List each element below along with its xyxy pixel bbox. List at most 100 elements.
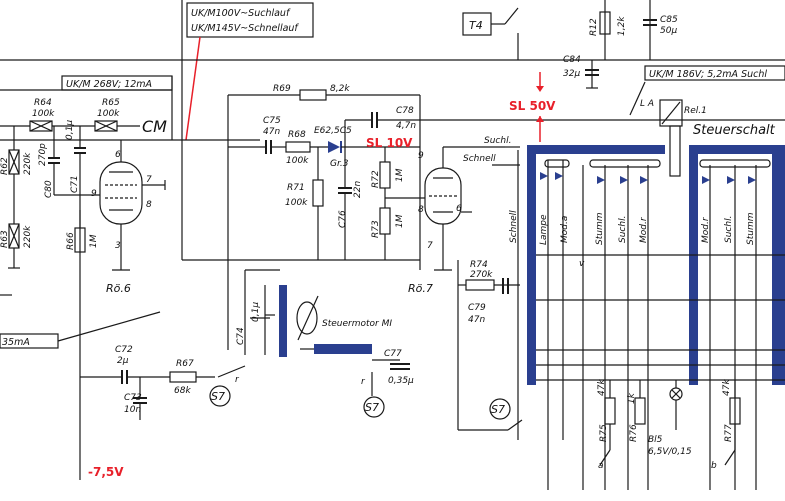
col-mod-r-1: Mod.r bbox=[639, 216, 649, 243]
r64-label: R64 bbox=[34, 98, 52, 108]
c77-value: 0,35µ bbox=[388, 376, 414, 386]
c75-capacitor: C75 47n bbox=[228, 116, 281, 154]
c79-capacitor: C79 47n bbox=[468, 278, 509, 325]
c72-capacitor: C72 2µ bbox=[80, 345, 133, 384]
rel1-label: Rel.1 bbox=[684, 106, 707, 116]
ro6-pin3: 3 bbox=[115, 241, 121, 251]
r74-label: R74 bbox=[470, 260, 488, 270]
ro6-label: Rö.6 bbox=[106, 282, 131, 295]
r74-value: 270k bbox=[470, 270, 493, 280]
supply-note-line2: UK/M145V~Schnellauf bbox=[191, 23, 299, 34]
t4-switch: T4 bbox=[0, 7, 785, 61]
c76-capacitor: C76 22n bbox=[338, 147, 363, 260]
c74-value: 0,1µ bbox=[251, 302, 261, 322]
steuermotor: Steuermotor MI bbox=[244, 269, 392, 357]
r62-label: R62 bbox=[0, 157, 10, 175]
r73-resistor: R73 1M bbox=[371, 207, 405, 260]
r69-resistor: R69 8,2k bbox=[228, 84, 420, 101]
uk268-label: UK/M 268V; 12mA bbox=[66, 79, 152, 90]
b-label: b bbox=[711, 461, 717, 471]
r69-value: 8,2k bbox=[330, 84, 350, 94]
c79-value: 47n bbox=[468, 315, 485, 325]
ro7-pin9: 9 bbox=[418, 151, 424, 161]
c80-value: 270p bbox=[38, 143, 48, 166]
switch-bank bbox=[527, 145, 785, 385]
v-label: v bbox=[579, 259, 585, 269]
red-pointer-line bbox=[185, 36, 201, 141]
r64-resistor: R64 100k bbox=[0, 98, 55, 132]
s7c-label: S7 bbox=[491, 403, 505, 416]
bl5-value: 6,5V/0,15 bbox=[648, 447, 692, 457]
c78-capacitor: C78 4,7n bbox=[345, 106, 420, 131]
c75-value: 47n bbox=[263, 127, 280, 137]
supply-note-line1: UK/M100V~Suchlauf bbox=[191, 8, 291, 19]
r75-resistor: R75 47k a bbox=[597, 379, 616, 471]
ro6-pin9: 9 bbox=[91, 189, 97, 199]
s7a-label: S7 bbox=[211, 390, 225, 403]
c76-label: C76 bbox=[338, 210, 348, 228]
r68-resistor: R68 100k bbox=[285, 130, 311, 166]
r73-value: 1M bbox=[395, 214, 405, 228]
col-stumm-2: Stumm bbox=[746, 212, 756, 245]
input-schnell-label: Schnell bbox=[463, 154, 496, 164]
r77-label: R77 bbox=[724, 424, 734, 442]
s7b-r: r bbox=[361, 377, 366, 387]
c85-capacitor: C85 50µ bbox=[643, 0, 678, 60]
c79-label: C79 bbox=[468, 303, 486, 313]
col-schnell: Schnell bbox=[509, 210, 519, 243]
r63-resistor: R63 220k bbox=[0, 223, 33, 249]
c85-label: C85 bbox=[660, 15, 678, 25]
r77-resistor: R77 47k b bbox=[711, 379, 741, 471]
red-annotations: SL 50V SL 10V -7,5V bbox=[88, 72, 556, 479]
bl5-label: Bl5 bbox=[648, 435, 663, 445]
c74-capacitor: C74 0,1µ bbox=[236, 302, 270, 345]
supply-note-box: UK/M100V~Suchlauf UK/M145V~Schnellauf bbox=[186, 2, 314, 38]
steuermotor-label: Steuermotor MI bbox=[322, 319, 392, 329]
c84-capacitor: C84 32µ bbox=[563, 55, 599, 89]
r12-label: R12 bbox=[589, 18, 599, 36]
r63-value: 220k bbox=[23, 225, 33, 248]
ro6-pin8: 8 bbox=[146, 200, 152, 210]
r62-value: 220k bbox=[23, 152, 33, 175]
r69-label: R69 bbox=[273, 84, 291, 94]
r68-value: 100k bbox=[286, 156, 309, 166]
gr3-label: Gr.3 bbox=[330, 159, 349, 169]
ma35-label: 35mA bbox=[2, 337, 30, 348]
uk268-box: UK/M 268V; 12mA bbox=[61, 75, 173, 91]
col-stumm-1: Stumm bbox=[595, 212, 605, 245]
col-suchl-2: Suchl. bbox=[724, 216, 734, 243]
s7b-label: S7 bbox=[365, 401, 379, 414]
c76-value: 22n bbox=[353, 181, 363, 198]
tube-ro6: 6 7 8 9 3 Rö.6 bbox=[91, 140, 166, 295]
ro7-pin8: 8 bbox=[418, 205, 424, 215]
c71-capacitor: C71 0,1µ bbox=[65, 120, 86, 195]
r71-label: R71 bbox=[287, 183, 305, 193]
sl50v-label: SL 50V bbox=[509, 99, 556, 113]
col-mod-r-2: Mod.r bbox=[701, 216, 711, 243]
r76-resistor: R76 1k bbox=[627, 380, 646, 442]
r66-label: R66 bbox=[66, 232, 76, 250]
c73-value: 10n bbox=[124, 405, 141, 415]
col-lampe: Lampe bbox=[539, 214, 549, 245]
col-mod-a: Mod.a bbox=[560, 216, 570, 243]
r66-resistor: R66 1M bbox=[66, 210, 99, 253]
col-suchl-1: Suchl. bbox=[618, 216, 628, 243]
switch-columns bbox=[517, 150, 785, 490]
motor-bar bbox=[314, 344, 372, 354]
steuerschalter-label: Steuerschalt bbox=[693, 123, 776, 138]
t4-label: T4 bbox=[469, 19, 483, 32]
ro7-pin7: 7 bbox=[427, 241, 433, 251]
r66-value: 1M bbox=[89, 234, 99, 248]
c73-capacitor: C73 10n bbox=[124, 393, 147, 420]
uk186-box: UK/M 186V; 5,2mA Suchl bbox=[644, 65, 785, 81]
ro7-label: Rö.7 bbox=[408, 282, 433, 295]
c84-label: C84 bbox=[563, 55, 581, 65]
s7-switch-2: S7 r bbox=[361, 372, 385, 418]
r64-value: 100k bbox=[32, 109, 55, 119]
c78-label: C78 bbox=[396, 106, 414, 116]
input-suchl-label: Suchl. bbox=[484, 136, 511, 146]
cm-label: CM bbox=[142, 117, 167, 136]
r65-value: 100k bbox=[97, 109, 120, 119]
c84-value: 32µ bbox=[563, 69, 580, 79]
